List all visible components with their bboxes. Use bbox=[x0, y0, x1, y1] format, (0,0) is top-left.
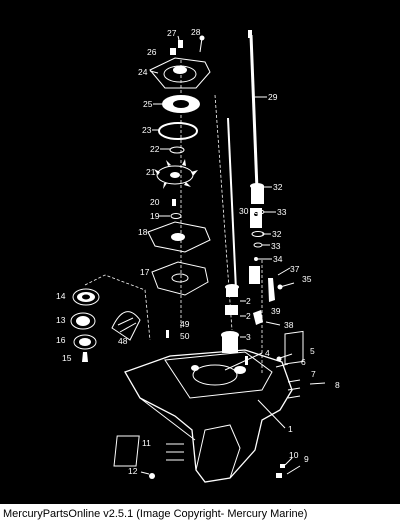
callout-18[interactable]: 18 bbox=[138, 227, 148, 237]
anode-shield bbox=[111, 311, 141, 341]
gasket-ring bbox=[158, 122, 198, 140]
screw-5-6 bbox=[275, 353, 293, 368]
callout-35[interactable]: 35 bbox=[302, 274, 312, 284]
callout-4[interactable]: 4 bbox=[265, 348, 270, 358]
water-intake-screen bbox=[284, 330, 304, 399]
bearing-middle bbox=[225, 305, 238, 315]
callout-50[interactable]: 50 bbox=[180, 331, 190, 341]
callout-49[interactable]: 49 bbox=[180, 319, 190, 329]
callout-7[interactable]: 7 bbox=[311, 369, 316, 379]
callout-15[interactable]: 15 bbox=[62, 353, 72, 363]
pinion-gear bbox=[73, 334, 97, 350]
shift-shaft bbox=[248, 30, 259, 191]
callout-29[interactable]: 29 bbox=[268, 92, 278, 102]
pump-insert bbox=[162, 95, 200, 113]
callout-38[interactable]: 38 bbox=[284, 320, 294, 330]
forward-gear bbox=[72, 288, 100, 306]
callout-26[interactable]: 26 bbox=[147, 47, 157, 57]
callout-17[interactable]: 17 bbox=[140, 267, 150, 277]
callout-12[interactable]: 12 bbox=[128, 466, 138, 476]
pump-plate bbox=[147, 221, 211, 253]
callout-3[interactable]: 3 bbox=[246, 332, 251, 342]
screw-8 bbox=[309, 382, 326, 385]
base-gasket bbox=[151, 261, 209, 296]
washer bbox=[170, 213, 182, 219]
shift-linkage bbox=[268, 278, 295, 302]
callout-33-lower[interactable]: 33 bbox=[271, 241, 281, 251]
bearing-lower bbox=[221, 331, 239, 353]
callout-33[interactable]: 33 bbox=[277, 207, 287, 217]
gear-housing bbox=[124, 349, 293, 483]
shaft-bushing bbox=[250, 183, 264, 204]
impeller-key bbox=[172, 199, 176, 206]
impeller bbox=[154, 159, 198, 189]
callout-28[interactable]: 28 bbox=[191, 27, 201, 37]
water-pump-housing bbox=[149, 57, 211, 89]
lower-intake-screen bbox=[113, 435, 184, 467]
drain-screws bbox=[276, 464, 285, 478]
callout-30[interactable]: 30 bbox=[239, 206, 249, 216]
callout-32[interactable]: 32 bbox=[273, 182, 283, 192]
callout-14[interactable]: 14 bbox=[56, 291, 66, 301]
shift-cam bbox=[249, 266, 260, 284]
callout-19[interactable]: 19 bbox=[150, 211, 160, 221]
callout-2-upper[interactable]: 2 bbox=[246, 296, 251, 306]
callout-25[interactable]: 25 bbox=[143, 99, 153, 109]
callout-24[interactable]: 24 bbox=[138, 67, 148, 77]
callout-8[interactable]: 8 bbox=[335, 380, 340, 390]
drive-shaft bbox=[227, 117, 237, 291]
callout-22[interactable]: 22 bbox=[150, 144, 160, 154]
pinion-bearing bbox=[70, 312, 96, 330]
oring-33b bbox=[253, 242, 263, 248]
screw-49 bbox=[166, 330, 169, 338]
callout-6[interactable]: 6 bbox=[301, 357, 306, 367]
exploded-parts-diagram: 27 28 26 24 29 25 23 22 21 32 30 20 19 3… bbox=[56, 27, 340, 483]
callout-16[interactable]: 16 bbox=[56, 335, 66, 345]
callout-1[interactable]: 1 bbox=[288, 424, 293, 434]
callout-27[interactable]: 27 bbox=[167, 28, 177, 38]
screw-28 bbox=[199, 35, 205, 53]
callout-5[interactable]: 5 bbox=[310, 346, 315, 356]
callout-37[interactable]: 37 bbox=[290, 264, 300, 274]
callout-21[interactable]: 21 bbox=[146, 167, 156, 177]
callout-10[interactable]: 10 bbox=[289, 450, 299, 460]
pinion-nut bbox=[82, 352, 88, 362]
screw-12 bbox=[149, 473, 155, 479]
guide-line-left bbox=[84, 274, 151, 341]
callout-39[interactable]: 39 bbox=[271, 306, 281, 316]
callout-13[interactable]: 13 bbox=[56, 315, 66, 325]
small-ring bbox=[169, 146, 185, 154]
callout-2-lower[interactable]: 2 bbox=[246, 311, 251, 321]
callout-11[interactable]: 11 bbox=[142, 438, 151, 448]
callout-23[interactable]: 23 bbox=[142, 125, 152, 135]
leader-lines bbox=[140, 35, 301, 475]
callout-32-lower[interactable]: 32 bbox=[272, 229, 282, 239]
copyright-caption: MercuryPartsOnline v2.5.1 (Image Copyrig… bbox=[0, 504, 400, 524]
callout-20[interactable]: 20 bbox=[150, 197, 160, 207]
callout-34[interactable]: 34 bbox=[273, 254, 283, 264]
shift-arm bbox=[253, 310, 281, 326]
callout-48[interactable]: 48 bbox=[118, 336, 128, 346]
bearing-upper bbox=[225, 284, 239, 297]
pin-34 bbox=[254, 257, 258, 261]
shift-coupler bbox=[250, 208, 262, 228]
callout-9[interactable]: 9 bbox=[304, 454, 309, 464]
screw-26-27 bbox=[170, 40, 183, 55]
